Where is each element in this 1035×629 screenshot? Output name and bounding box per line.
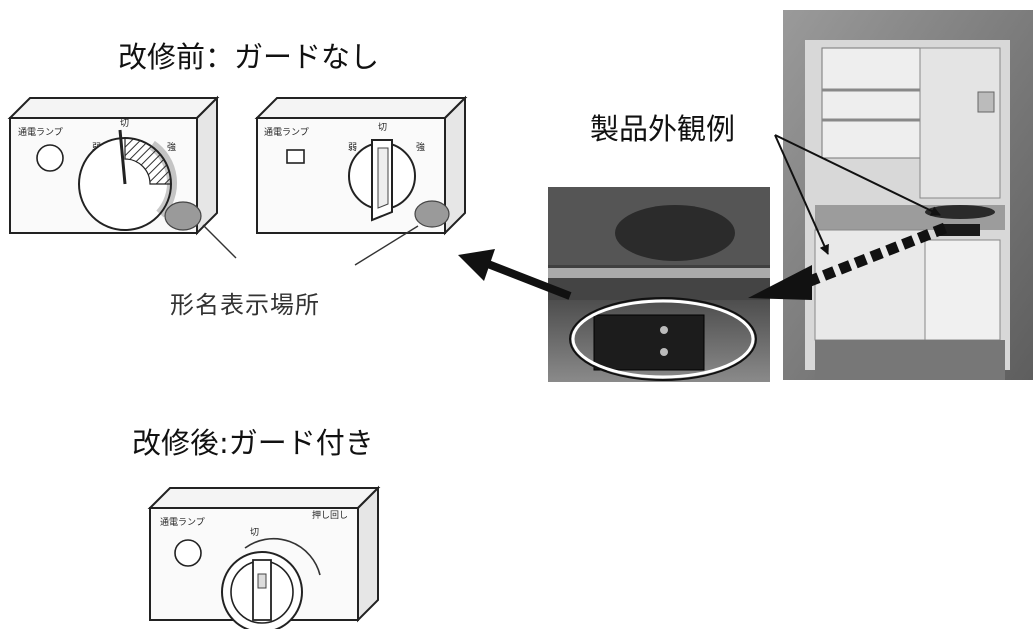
leader-line — [354, 225, 419, 266]
panel-after-guard: 通電ランプ 押し回し 切 — [147, 485, 381, 629]
model-plate — [414, 200, 450, 228]
panel-before-dial: 通電ランプ 切 弱 強 — [7, 95, 220, 236]
off-mark: 切 — [378, 122, 387, 133]
highlight-circle — [571, 299, 755, 379]
weak-mark: 弱 — [348, 142, 357, 153]
push-turn-label: 押し回し — [312, 509, 348, 521]
lever-knob — [348, 139, 416, 222]
dashed-connector — [797, 222, 948, 291]
dial-knob — [78, 129, 178, 231]
off-mark: 切 — [120, 118, 129, 129]
before-caption: 改修前：ガードなし — [118, 40, 380, 74]
power-lamp — [286, 149, 305, 164]
thick-arrow — [486, 260, 572, 300]
after-caption: 改修後:ガード付き — [132, 426, 374, 460]
leader-line — [202, 224, 237, 259]
model-location-caption: 形名表示場所 — [170, 291, 320, 319]
closeup-photo — [548, 187, 770, 382]
product-example-caption: 製品外観例 — [590, 112, 736, 146]
guarded-knob — [221, 537, 321, 629]
power-lamp — [174, 539, 202, 567]
model-plate — [164, 201, 202, 231]
strong-mark: 強 — [167, 141, 176, 153]
thick-arrow-head — [458, 249, 495, 281]
strong-mark: 強 — [416, 141, 425, 153]
lamp-label: 通電ランプ — [18, 127, 63, 138]
panel-before-lever: 通電ランプ 切 弱 強 — [254, 95, 468, 236]
off-mark: 切 — [250, 527, 259, 538]
pointer-arrow — [774, 134, 829, 255]
connector-head — [748, 265, 812, 300]
kitchen-photo — [783, 10, 1033, 380]
lamp-label: 通電ランプ — [160, 517, 205, 528]
lamp-label: 通電ランプ — [264, 127, 309, 138]
power-lamp — [36, 144, 64, 172]
pointer-arrow — [774, 134, 941, 216]
